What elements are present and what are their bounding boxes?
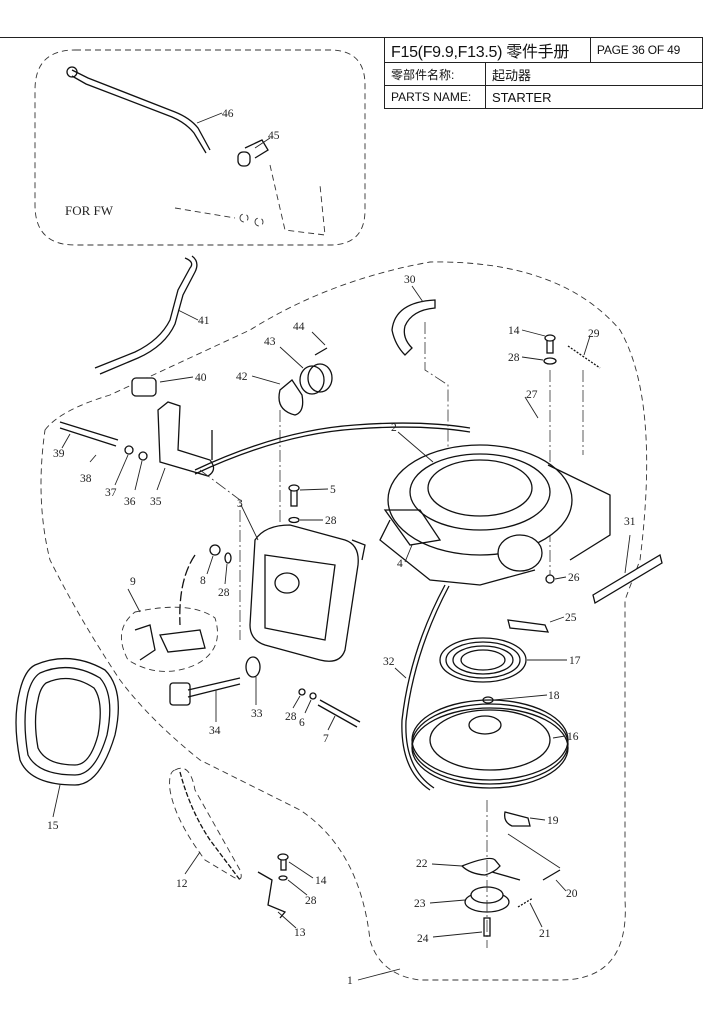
callout-32: 32	[383, 656, 395, 668]
part-29-spring	[567, 345, 601, 369]
callout-28-lower: 28	[285, 711, 297, 723]
part-13-bracket	[257, 871, 287, 919]
callout-28-bottom: 28	[305, 895, 317, 907]
callout-20: 20	[566, 888, 578, 900]
parts-name-value-en: STARTER	[485, 85, 703, 109]
part-46-rod	[66, 66, 211, 154]
part-7-bolt	[317, 699, 361, 728]
callout-39: 39	[53, 448, 65, 460]
callout-15: 15	[47, 820, 59, 832]
callout-24: 24	[417, 933, 429, 945]
part-31-decal	[592, 553, 663, 605]
part-26-nut	[545, 574, 555, 584]
part-40-clip	[131, 377, 157, 397]
part-9-choke-link	[134, 624, 206, 661]
callout-42: 42	[236, 371, 248, 383]
part-22-plate	[460, 857, 521, 881]
callout-46: 46	[222, 108, 234, 120]
inset-note: FOR FW	[65, 203, 114, 218]
callout-36: 36	[124, 496, 136, 508]
callout-25: 25	[565, 612, 577, 624]
callout-6: 6	[299, 717, 305, 729]
callout-2: 2	[391, 422, 397, 434]
parts-name-value-cn: 起动器	[485, 62, 703, 86]
part-9-boundary	[121, 606, 218, 672]
part-32-rope	[401, 584, 446, 791]
callout-19: 19	[547, 815, 559, 827]
callout-12: 12	[176, 878, 188, 890]
callout-45: 45	[268, 130, 280, 142]
part-17-spring	[439, 637, 527, 683]
callout-18: 18	[548, 690, 560, 702]
callout-28-top: 28	[508, 352, 520, 364]
callout-13: 13	[294, 927, 306, 939]
part-39-pin	[59, 421, 119, 447]
part-43-grommet	[299, 365, 325, 395]
callout-43: 43	[264, 336, 276, 348]
callout-33: 33	[251, 708, 263, 720]
callout-30: 30	[404, 274, 416, 286]
callout-4: 4	[397, 558, 403, 570]
manual-title: F15(F9.9,F13.5) 零件手册	[384, 37, 591, 63]
part-12-boundary	[169, 767, 242, 880]
part-12-cable	[179, 771, 241, 881]
part-28-washer	[543, 357, 557, 365]
callout-16: 16	[567, 731, 579, 743]
callout-3: 3	[237, 498, 243, 510]
title-block: F15(F9.9,F13.5) 零件手册 PAGE 36 OF 49 零部件名称…	[384, 37, 703, 109]
parts-name-label-en: PARTS NAME:	[384, 85, 486, 109]
part-3-cover	[249, 524, 366, 662]
callout-35: 35	[150, 496, 162, 508]
part-33-bushing	[245, 656, 261, 678]
callout-21: 21	[539, 928, 551, 940]
callout-38: 38	[80, 473, 92, 485]
callout-40: 40	[195, 372, 207, 384]
part-19-pawl	[504, 811, 531, 827]
callout-44: 44	[293, 321, 305, 333]
callout-29: 29	[588, 328, 600, 340]
callout-23: 23	[414, 898, 426, 910]
part-44-screw	[314, 347, 328, 356]
callout-26: 26	[568, 572, 580, 584]
header-rule	[0, 37, 703, 38]
part-45-clip	[237, 139, 269, 167]
part-8-nut	[209, 544, 221, 556]
callout-17: 17	[569, 655, 581, 667]
part-25-pawl	[507, 619, 550, 633]
callout-8: 8	[200, 575, 206, 587]
part-2-housing	[379, 444, 611, 586]
part-34-handle	[169, 677, 241, 706]
callout-28-mid: 28	[325, 515, 337, 527]
inset-boundary	[34, 49, 366, 246]
callout-22: 22	[416, 858, 428, 870]
callout-14-top: 14	[508, 325, 520, 337]
callout-34: 34	[209, 725, 221, 737]
part-30-hose	[391, 299, 436, 356]
part-15-seal	[15, 657, 119, 786]
part-21-spring	[517, 897, 534, 908]
page-indicator: PAGE 36 OF 49	[589, 37, 703, 63]
callout-41: 41	[198, 315, 210, 327]
callout-14-lower: 14	[315, 875, 327, 887]
part-42-gasket	[278, 379, 304, 416]
part-16-pulley	[411, 699, 569, 789]
callout-1: 1	[347, 975, 353, 987]
callout-9: 9	[130, 576, 136, 588]
part-41-rod	[94, 257, 193, 369]
callout-31: 31	[624, 516, 636, 528]
assembly-boundary	[40, 261, 648, 981]
callout-27: 27	[526, 389, 538, 401]
callout-37: 37	[105, 487, 117, 499]
callout-7: 7	[323, 733, 329, 745]
parts-name-label-cn: 零部件名称:	[384, 62, 486, 86]
part-20-spring	[542, 869, 561, 881]
callout-28-left: 28	[218, 587, 230, 599]
callout-5: 5	[330, 484, 336, 496]
